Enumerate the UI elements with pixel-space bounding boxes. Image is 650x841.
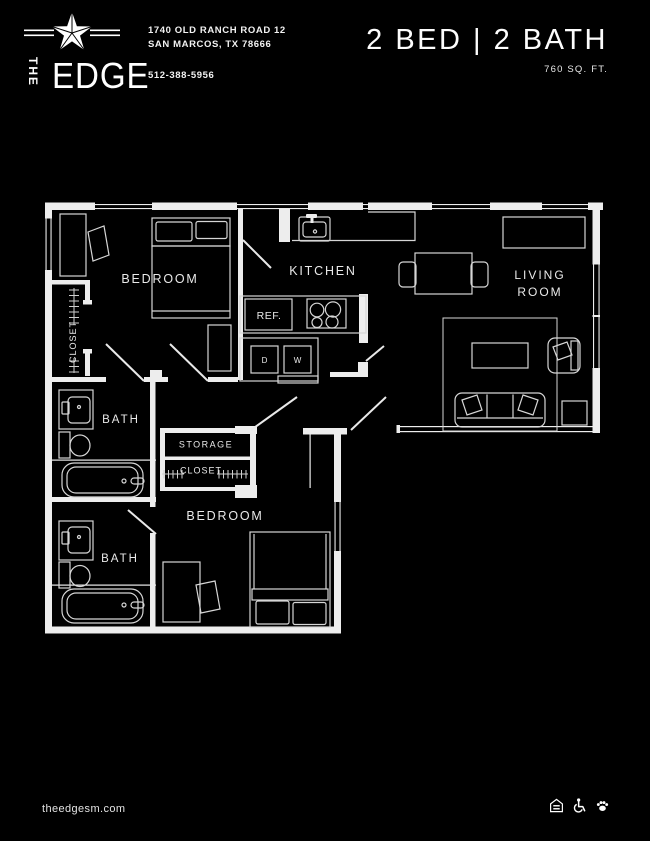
- bath2-label: BATH: [101, 553, 139, 565]
- living-room-label-line2: ROOM: [517, 285, 562, 299]
- kitchen-sink: [298, 214, 331, 242]
- unit-summary: 2 BED | 2 BATH 760 SQ. FT.: [366, 24, 608, 75]
- interior-walls: [52, 208, 368, 630]
- wheelchair-accessible-icon: [573, 798, 586, 813]
- living-room: [398, 216, 588, 432]
- bathtub-2: [61, 588, 145, 624]
- dining-set: [398, 252, 489, 295]
- living-room-label-line1: LIVING: [514, 268, 565, 282]
- closet2-label: CLOSET: [180, 466, 222, 476]
- bedroom2-label: BEDROOM: [186, 509, 263, 523]
- closet-rod: [69, 288, 79, 373]
- exterior-walls: [45, 202, 603, 634]
- toilet-2: [58, 561, 91, 589]
- storage-label: STORAGE: [179, 440, 233, 450]
- bed-2: [249, 531, 331, 628]
- refrigerator: [244, 298, 293, 331]
- hall-closet-rod: [162, 470, 248, 479]
- closet1-label: CLOSET: [68, 321, 78, 363]
- address-line-2: SAN MARCOS, TX 78666: [148, 39, 272, 50]
- bed-1: [151, 217, 231, 319]
- address-block: 1740 OLD RANCH ROAD 12 SAN MARCOS, TX 78…: [148, 24, 286, 83]
- logo-edge-text: EDGE: [52, 55, 150, 96]
- dryer-label: D: [262, 356, 268, 365]
- coffee-table: [471, 342, 529, 369]
- bedroom-2: [162, 531, 331, 628]
- address-line-1: 1740 OLD RANCH ROAD 12: [148, 25, 286, 36]
- toilet-1: [58, 431, 91, 459]
- ref-label: REF.: [257, 310, 282, 322]
- vanity-sink-2: [58, 520, 94, 561]
- kitchen-area: [239, 211, 416, 384]
- washer: [283, 345, 312, 374]
- pet-friendly-icon: [596, 801, 609, 811]
- equal-housing-icon: [550, 798, 563, 813]
- texas-star-icon: [24, 12, 120, 51]
- stove: [306, 298, 347, 329]
- side-table: [561, 400, 588, 426]
- bath-2: [58, 520, 145, 624]
- tv: [87, 225, 110, 262]
- sofa: [454, 392, 546, 428]
- door-swings: [105, 239, 387, 535]
- dryer: [250, 345, 279, 374]
- unit-title: 2 BED | 2 BATH: [366, 24, 608, 56]
- sideboard: [502, 216, 586, 249]
- kitchen-label: KITCHEN: [289, 264, 356, 278]
- washer-label: W: [294, 356, 302, 365]
- phone-number: 512-388-5956: [148, 70, 215, 81]
- footer-icons: [549, 798, 610, 813]
- kitchen-counter: [292, 211, 416, 242]
- bedroom-1: [59, 213, 232, 373]
- bath1-label: BATH: [102, 414, 140, 426]
- bathtub-1: [61, 462, 145, 498]
- website-url: theedgesm.com: [42, 803, 126, 815]
- bedroom1-label: BEDROOM: [121, 272, 198, 286]
- unit-area: 760 SQ. FT.: [544, 64, 608, 75]
- dresser: [59, 213, 87, 277]
- the-edge-logo: THE EDGE: [12, 8, 149, 98]
- armchair: [547, 337, 581, 374]
- vanity-sink-1: [58, 389, 94, 430]
- bath-1: [58, 389, 145, 498]
- desk: [162, 561, 201, 623]
- desk-chair: [195, 580, 221, 614]
- room-labels: BEDROOM CLOSET KITCHEN REF. D W LIVING R…: [68, 264, 565, 565]
- rug: [442, 317, 558, 432]
- nightstand: [207, 324, 232, 372]
